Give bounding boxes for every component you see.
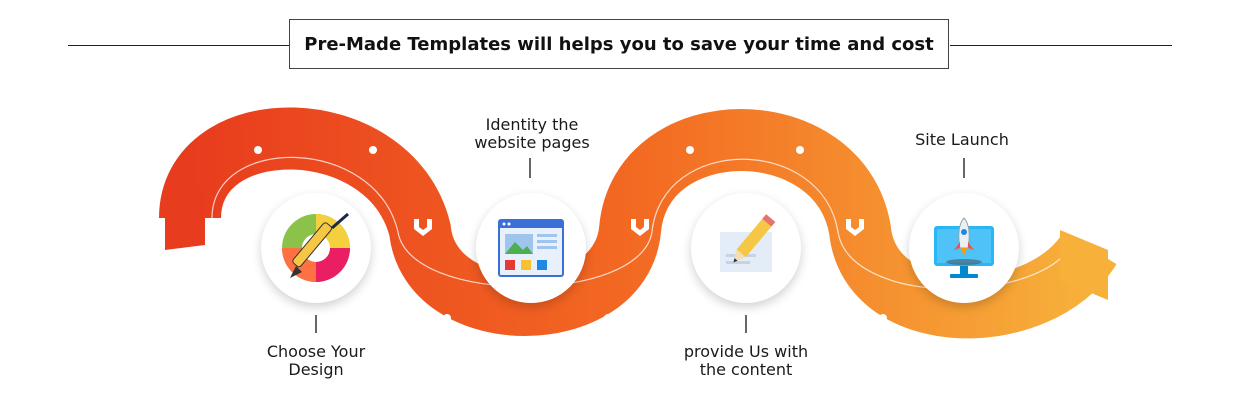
step-1-label: Choose Your Design: [236, 343, 396, 379]
road-start-cap: [165, 190, 205, 250]
step-4-label-line1: Site Launch: [915, 130, 1009, 149]
road-dot: [686, 146, 694, 154]
road-path: [159, 107, 1117, 339]
step-4-label: Site Launch: [882, 131, 1042, 149]
header-rule-left: [68, 45, 290, 46]
header-title-box: Pre-Made Templates will helps you to sav…: [289, 19, 949, 69]
road-dot: [879, 314, 887, 322]
step-2-label-line1: Identity the: [485, 115, 579, 134]
road-dot: [369, 146, 377, 154]
step-2-label-line2: website pages: [474, 133, 590, 152]
road-guide-line: [211, 156, 1071, 290]
step-1-label-line1: Choose Your: [266, 342, 366, 361]
page-title: Pre-Made Templates will helps you to sav…: [304, 33, 934, 55]
step-3-circle: [691, 193, 801, 303]
road-dot: [254, 146, 262, 154]
road-dot: [796, 146, 804, 154]
chevron-down-icon: [846, 219, 864, 236]
step-1-label-line2: Design: [288, 360, 344, 379]
color-palette-pencil-icon: [282, 212, 350, 282]
step-4-circle: [909, 193, 1019, 303]
document-pencil-icon: [720, 214, 776, 272]
chevron-down-icon: [631, 219, 649, 236]
step-2-label: Identity the website pages: [452, 116, 612, 152]
step-3-label-line2: the content: [699, 360, 793, 379]
step-3-label-line1: provide Us with: [683, 342, 809, 361]
header-rule-right: [950, 45, 1172, 46]
web-page-layout-icon: [498, 219, 564, 277]
road-dot: [443, 314, 451, 322]
step-3-label: provide Us with the content: [666, 343, 826, 379]
chevron-down-icon: [414, 219, 432, 236]
road-end-cap: [1060, 230, 1108, 300]
road-dot: [1023, 339, 1031, 347]
step-2-circle: [476, 193, 586, 303]
rocket-monitor-icon: [934, 217, 994, 278]
step-1-circle: [261, 193, 371, 303]
road-dot: [604, 314, 612, 322]
